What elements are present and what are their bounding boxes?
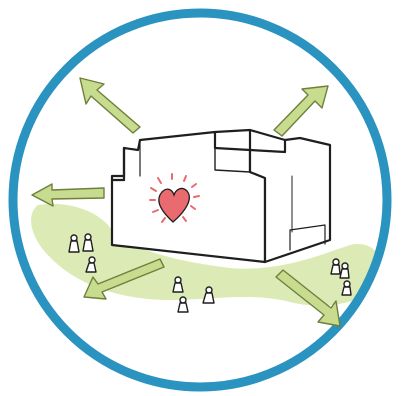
heart-icon	[158, 187, 190, 223]
person-icon	[82, 233, 94, 252]
arrow-icon	[79, 77, 141, 134]
person-icon	[177, 296, 189, 313]
person-icon	[341, 280, 352, 296]
person-icon	[339, 262, 350, 279]
person-icon	[330, 258, 341, 275]
people	[68, 233, 352, 313]
arrow-icon	[83, 258, 165, 300]
arrows	[31, 77, 341, 327]
arrow-icon	[275, 269, 341, 327]
sparkle-lines	[149, 173, 200, 223]
person-icon	[68, 234, 80, 253]
person-icon	[85, 256, 97, 273]
building-icon	[110, 128, 332, 264]
person-icon	[172, 276, 184, 293]
badge-ring	[8, 8, 392, 392]
heart-group	[149, 173, 200, 223]
arrow-icon	[31, 183, 105, 207]
person-icon	[202, 286, 215, 304]
arrow-icon	[273, 85, 329, 137]
